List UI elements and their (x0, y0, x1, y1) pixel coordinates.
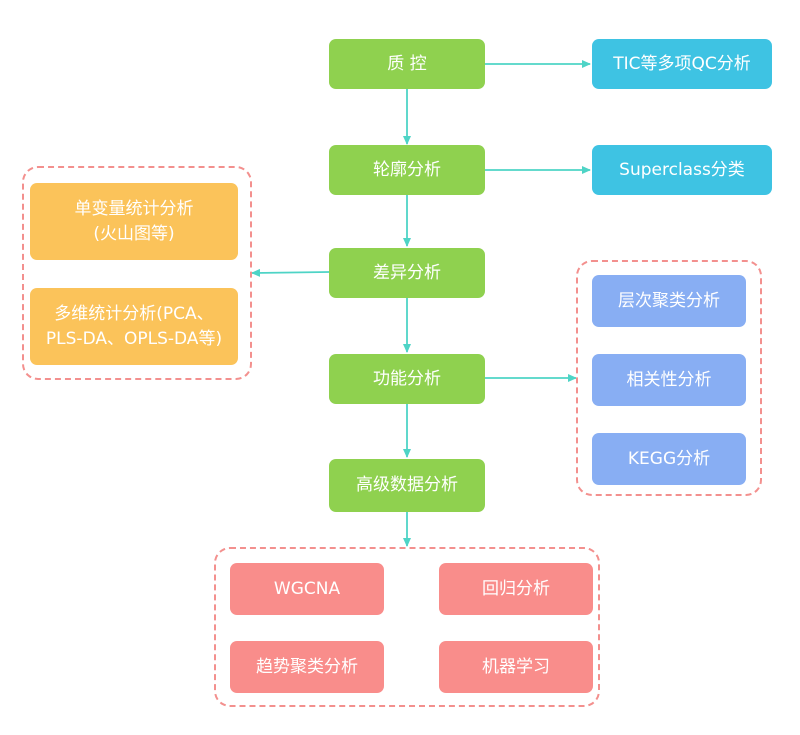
univariate-analysis-box: 单变量统计分析 (火山图等) (30, 183, 238, 260)
step-differential-analysis: 差异分析 (329, 248, 485, 298)
step-advanced-analysis: 高级数据分析 (329, 459, 485, 512)
step-functional-analysis: 功能分析 (329, 354, 485, 404)
superclass-box: Superclass分类 (592, 145, 772, 195)
wgcna-box: WGCNA (230, 563, 384, 615)
functional-results-group (576, 260, 762, 496)
trend-clustering-box: 趋势聚类分析 (230, 641, 384, 693)
correlation-analysis-box: 相关性分析 (592, 354, 746, 406)
regression-analysis-box: 回归分析 (439, 563, 593, 615)
qc-detail-box: TIC等多项QC分析 (592, 39, 772, 89)
step-profile-analysis: 轮廓分析 (329, 145, 485, 195)
advanced-results-group (214, 547, 600, 707)
arrow-differential-to-group (251, 268, 330, 277)
multivariate-analysis-box: 多维统计分析(PCA、 PLS-DA、OPLS-DA等) (30, 288, 238, 365)
step-qc: 质 控 (329, 39, 485, 89)
hierarchical-clustering-box: 层次聚类分析 (592, 275, 746, 327)
machine-learning-box: 机器学习 (439, 641, 593, 693)
differential-results-group (22, 166, 252, 380)
kegg-analysis-box: KEGG分析 (592, 433, 746, 485)
